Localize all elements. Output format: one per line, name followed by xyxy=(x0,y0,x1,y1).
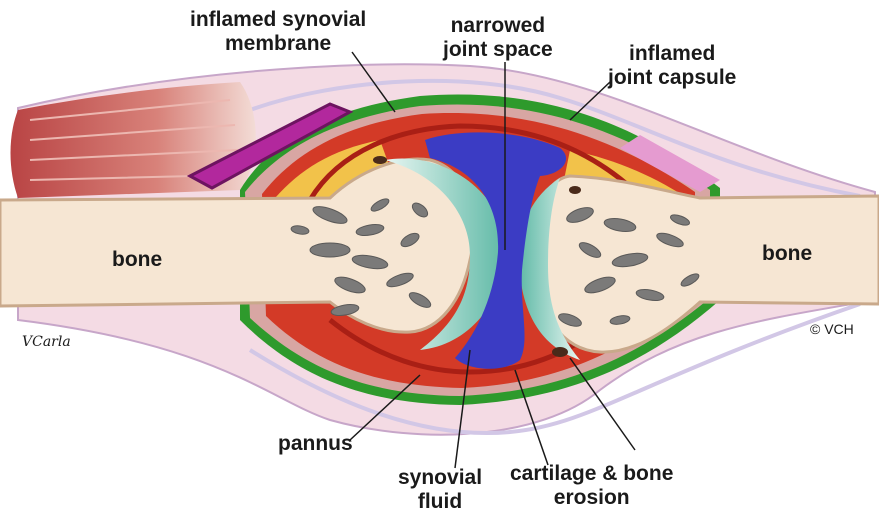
label-cartilage-erosion: cartilage & bone erosion xyxy=(510,462,673,510)
erosion-spot-1 xyxy=(552,347,568,357)
label-synovial-fluid: synovial fluid xyxy=(398,466,482,514)
label-joint-capsule: inflamed joint capsule xyxy=(608,42,736,90)
label-joint-space: narrowed joint space xyxy=(443,14,553,62)
label-bone-right: bone xyxy=(762,242,812,266)
artist-signature: VCarla xyxy=(22,330,71,354)
label-synovial-membrane: inflamed synovial membrane xyxy=(190,8,366,56)
copyright: © VCH xyxy=(810,317,854,341)
label-pannus: pannus xyxy=(278,432,353,456)
erosion-spot-3 xyxy=(569,186,581,194)
marrow-spot xyxy=(310,243,350,257)
erosion-spot-2 xyxy=(373,156,387,164)
label-bone-left: bone xyxy=(112,248,162,272)
